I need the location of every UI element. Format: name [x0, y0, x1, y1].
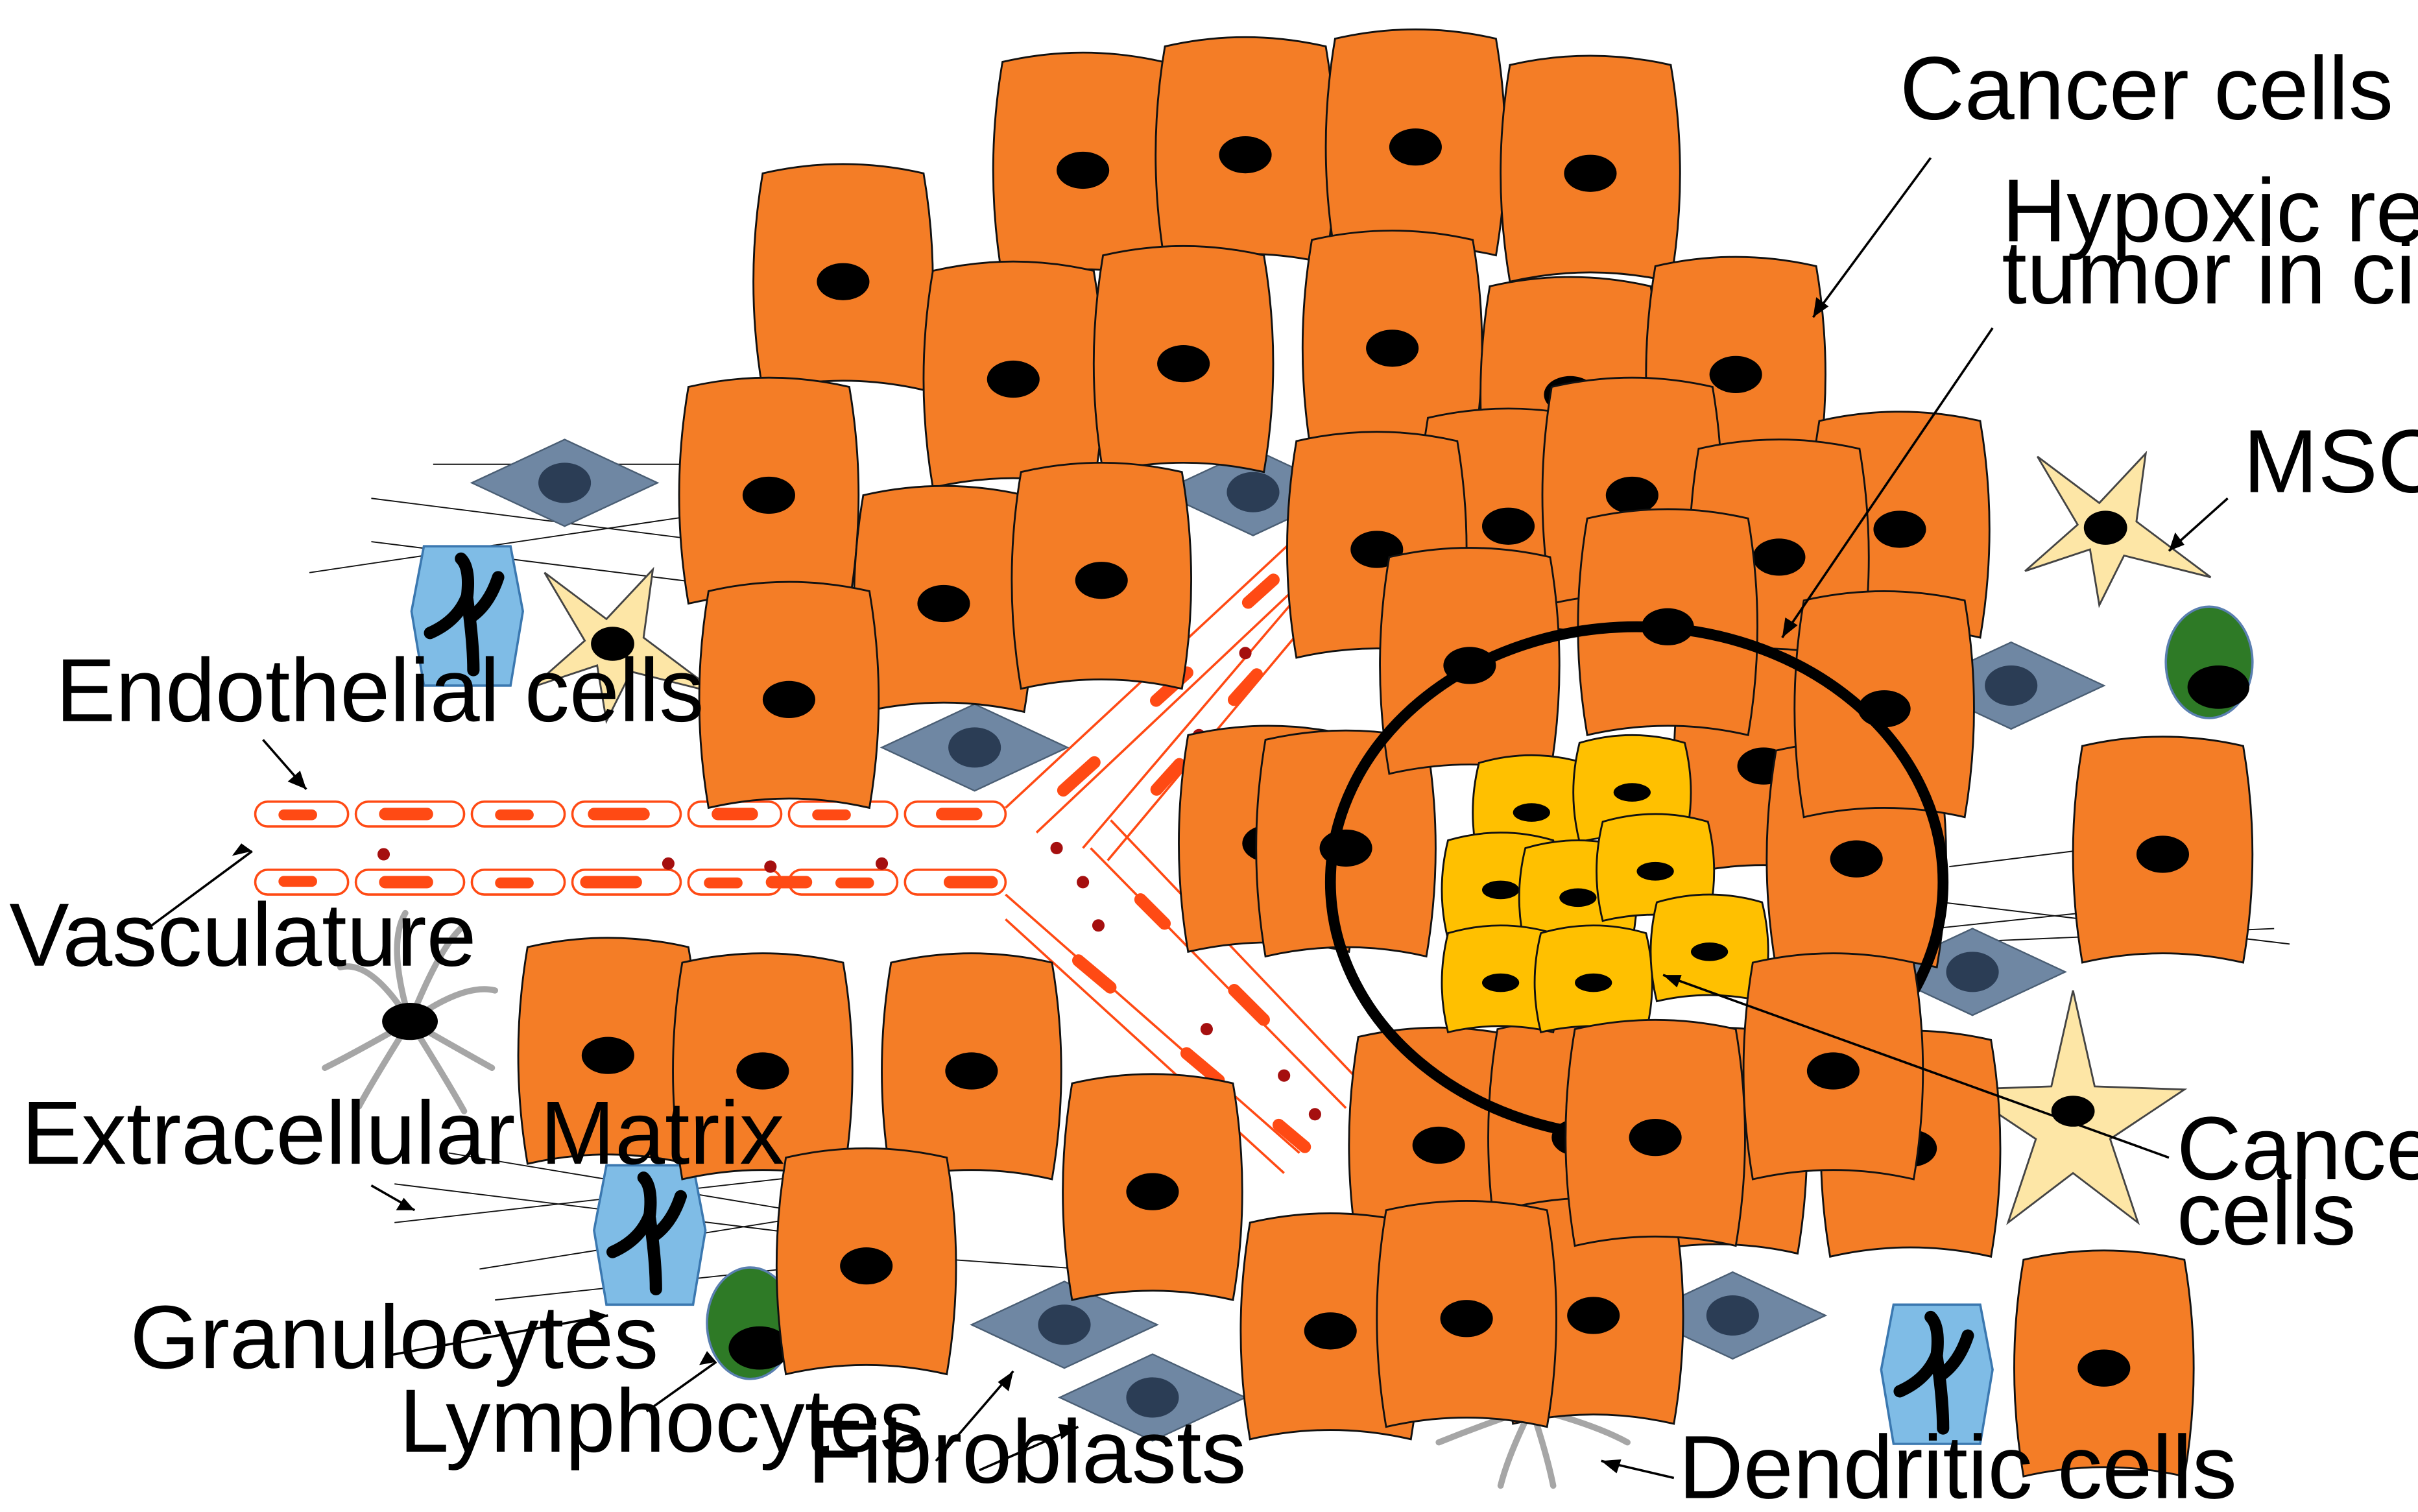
- label-vasculature: Vasculature: [9, 885, 476, 985]
- label-cancer-cells: Cancer cells: [1900, 39, 2393, 139]
- arrow-heads: [232, 297, 2185, 1474]
- label-hypoxic-line1: Hypoxic region of: [2002, 161, 2418, 261]
- label-endothelial-cells: Endothelial cells: [56, 641, 704, 741]
- label-extracellular-matrix: Extracellular Matrix: [21, 1083, 784, 1183]
- label-hypoxic-line2: tumor in circle: [2002, 223, 2418, 323]
- label-cancer-stem-line2: cells: [2177, 1164, 2356, 1264]
- label-fibroblasts: Fibroblasts: [808, 1402, 1246, 1502]
- label-dendritic-cells: Dendritic cells: [1679, 1418, 2237, 1512]
- cancer-cells: [517, 28, 2254, 1478]
- label-msc: MSC: [2243, 412, 2418, 512]
- label-lymphocytes: Lymphocytes: [399, 1371, 924, 1471]
- label-cancer-stem-line1: Cancer stem: [2177, 1099, 2418, 1199]
- label-granulocytes: Granulocytes: [130, 1288, 658, 1387]
